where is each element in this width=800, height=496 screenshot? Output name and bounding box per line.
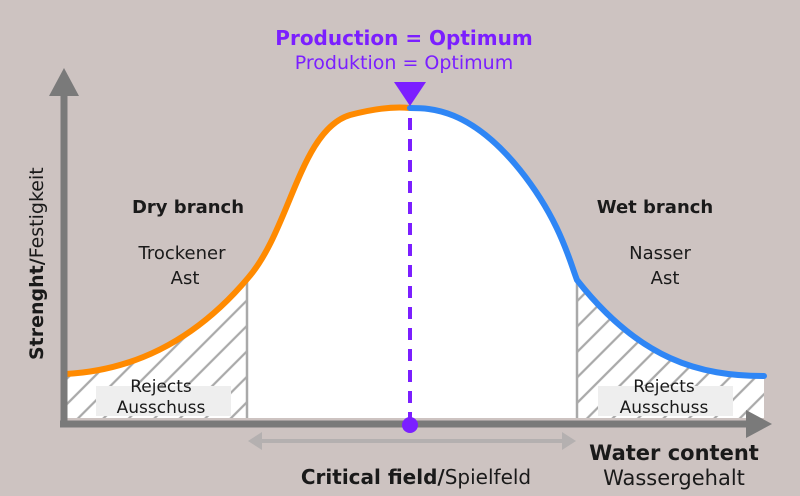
x-axis-arrow-icon (746, 410, 772, 438)
y-axis-arrow-icon (49, 68, 79, 96)
rejects-left-hatch-area (66, 279, 247, 418)
rejects-right-hatch-area (577, 280, 764, 418)
critical-field-area (247, 107, 577, 418)
optimum-dot-icon (402, 417, 418, 433)
rejects-left-box (96, 386, 231, 416)
x-axis-label-german: Wassergehalt (603, 466, 745, 490)
nasser-label: Nasser (629, 243, 691, 264)
ast-left-label: Ast (171, 268, 200, 289)
dry-branch-curve (63, 104, 413, 377)
y-axis-label-regular: Festigkeit (26, 167, 48, 258)
spielfeld-regular: Spielfeld (445, 465, 531, 489)
x-axis-label: Water content (589, 441, 759, 465)
production-optimum-title: Production = Optimum (275, 26, 532, 50)
critical-field-label: Critical field/Spielfeld (301, 465, 531, 489)
rejects-left-label: Rejects (130, 377, 192, 397)
wet-branch-title: Wet branch (597, 197, 714, 218)
ausschuss-left-label: Ausschuss (117, 398, 206, 418)
wet-branch-curve (407, 105, 767, 379)
y-axis-label: Strenght/Festigkeit (26, 167, 48, 360)
y-axis-label-bold: Strenght/ (26, 258, 48, 360)
trockener-label: Trockener (137, 243, 226, 264)
optimum-marker-icon (394, 82, 426, 106)
rejects-right-box (598, 386, 733, 416)
ausschuss-right-label: Ausschuss (620, 398, 709, 418)
critical-field-bold: Critical field/ (301, 465, 446, 489)
ast-right-label: Ast (651, 268, 680, 289)
range-right-arrow-icon (562, 432, 576, 450)
rejects-right-label: Rejects (633, 377, 695, 397)
range-left-arrow-icon (248, 432, 262, 450)
dry-branch-title: Dry branch (132, 197, 244, 218)
produktion-optimum-title: Produktion = Optimum (295, 52, 513, 74)
